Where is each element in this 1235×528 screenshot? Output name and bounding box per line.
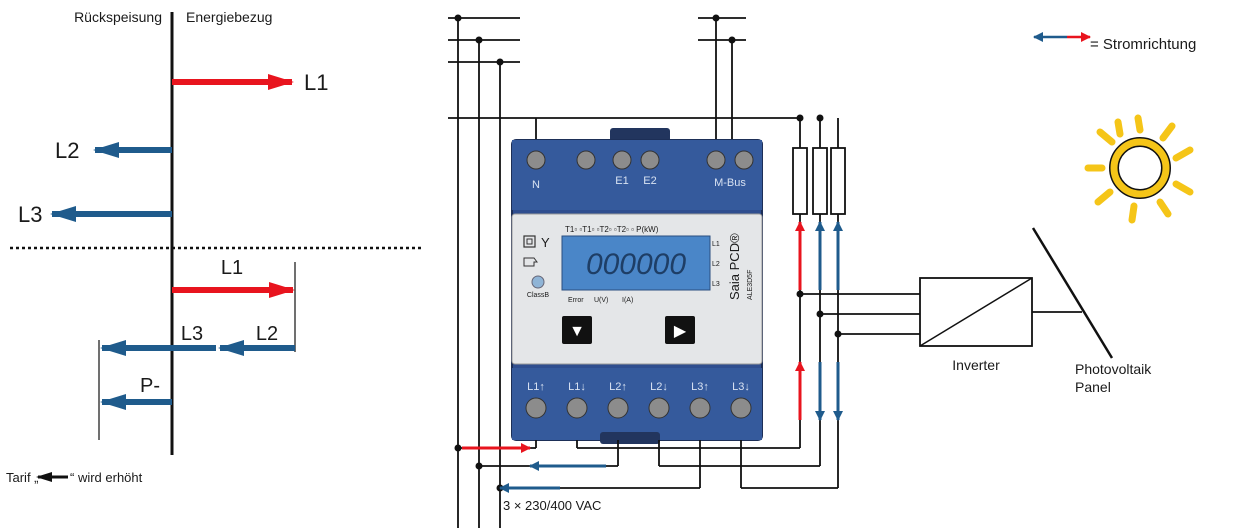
inverter-label: Inverter [952,357,1000,373]
top-terminals: N E1 E2 M-Bus [526,150,754,191]
lcd-value: 000000 [586,248,686,281]
model-label: ALE3D5F [747,270,754,300]
fuse-2 [812,147,828,215]
status-current: I(A) [622,297,633,304]
header-rueckspeisung: Rückspeisung [74,9,162,25]
label-p-minus: P- [140,375,160,397]
right-button-icon: ▶ [674,323,687,340]
terminal-mbus-label: M-Bus [714,177,746,189]
bottom-terminals: L1↑ L1↓ L2↑ L2↓ L3↑ L3↓ [525,381,752,419]
terminal-n-label: N [532,179,540,191]
label-l3-top: L3 [18,202,42,227]
pv-panel: Photovoltaik Panel [1031,227,1152,395]
fuse-1 [792,147,808,215]
energy-meter: N E1 E2 M-Bus T1▫ ▫T1▫ ▫T2▫ ▫T2▫ ▫ P(kW)… [511,128,763,444]
fuse-3 [830,147,846,215]
label-l2-bottom: L2 [256,323,278,345]
label-l3-bottom: L3 [181,323,203,345]
fuses [792,118,846,215]
lcd-phase-l3: L3 [712,281,720,288]
label-l1-bottom: L1 [221,257,243,279]
pv-label-line2: Panel [1075,379,1111,395]
inverter-diagonal [919,277,1033,347]
terminal-l3-out-label: L3↓ [732,381,750,393]
sun-icon [1084,114,1194,224]
supply-label: 3 × 230/400 VAC [503,498,601,513]
lcd-display [561,235,711,291]
terminal-l1-out-label: L1↓ [568,381,586,393]
lcd-phase-l1: L1 [712,241,720,248]
terminal-e1-label: E1 [615,175,628,187]
brand-label: Saia PCD® [727,233,742,300]
antenna-icon: Y [541,235,550,250]
inverter: Inverter [800,277,1082,373]
terminal-e2-label: E2 [643,175,656,187]
label-l1-top: L1 [304,70,328,95]
down-button-icon: ▼ [569,323,585,340]
label-l2-top: L2 [55,138,79,163]
status-error: Error [568,297,584,304]
phase-lines [795,214,843,488]
pv-label-line1: Photovoltaik [1075,361,1152,377]
lcd-phase-l2: L2 [712,261,720,268]
legend: = Stromrichtung [1033,32,1196,53]
terminal-l2-in-label: L2↑ [609,381,627,393]
status-voltage: U(V) [594,297,608,304]
squares-icon [523,235,536,248]
header-energiebezug: Energiebezug [186,9,272,25]
pv-panel-line [1031,227,1114,359]
tariff-note-suffix: “ wird erhöht [70,470,143,485]
right-button[interactable] [665,316,695,344]
terminal-l3-in-label: L3↑ [691,381,709,393]
classb-led [531,275,545,289]
tariff-row: T1▫ ▫T1▫ ▫T2▫ ▫T2▫ ▫ P(kW) [565,225,659,234]
terminal-l2-out-label: L2↓ [650,381,668,393]
tariff-note-prefix: Tarif „ [6,470,39,485]
down-button[interactable] [562,316,592,344]
classb-label: ClassB [527,292,550,299]
legend-text: = Stromrichtung [1090,36,1196,53]
energy-direction-diagram: Rückspeisung Energiebezug L1 L2 L3 L1 L3… [6,9,422,485]
terminal-l1-in-label: L1↑ [527,381,545,393]
meter-icon [523,257,538,267]
